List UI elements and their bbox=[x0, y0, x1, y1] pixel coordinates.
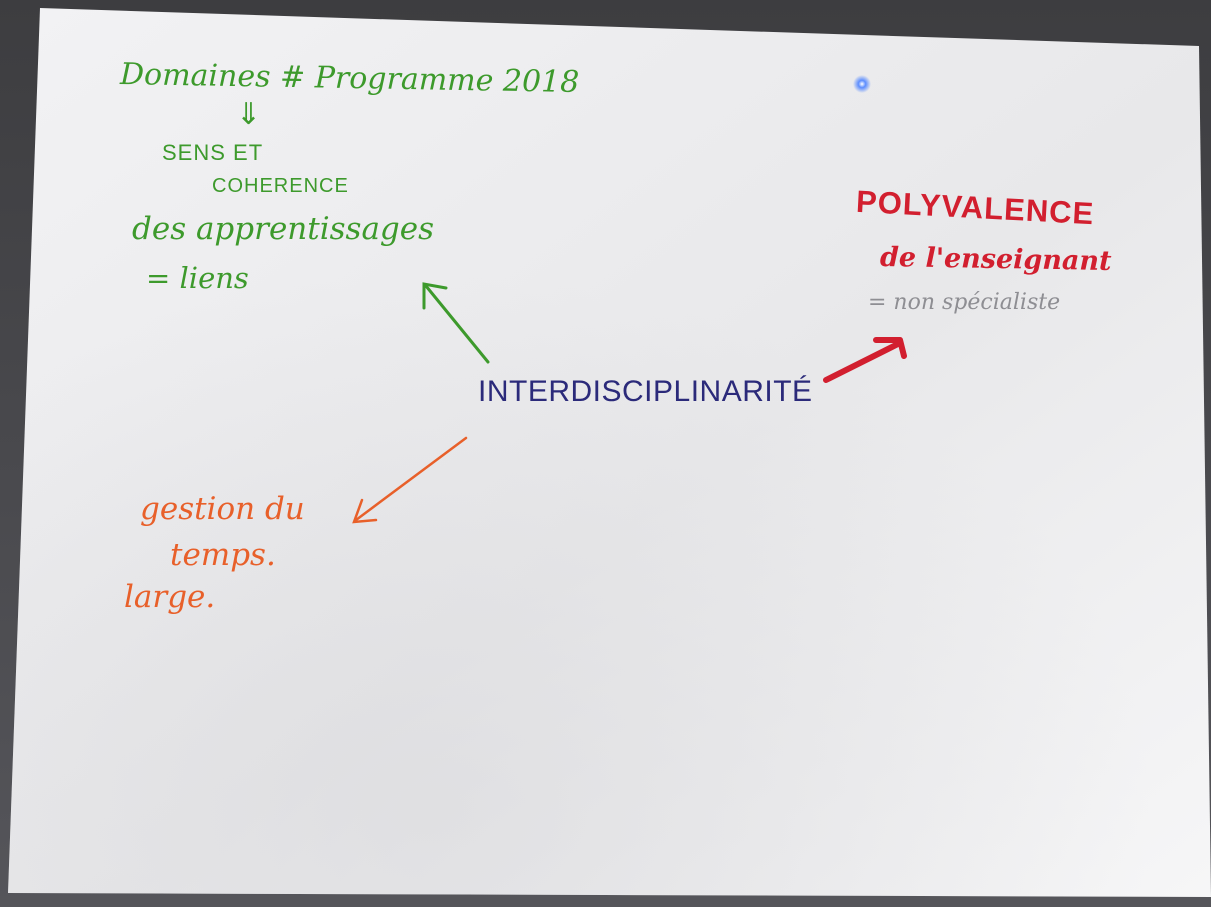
blue-light-dot bbox=[853, 75, 871, 93]
apprentissages-text: des apprentissages bbox=[132, 211, 435, 247]
non-specialiste-text: = non spécialiste bbox=[868, 290, 1061, 315]
liens-text: = liens bbox=[146, 261, 249, 295]
domaines-title: Domaines # Programme 2018 bbox=[119, 56, 580, 101]
central-topic: INTERDISCIPLINARITÉ bbox=[478, 375, 813, 408]
temps-text: temps. bbox=[170, 537, 276, 573]
enseignant-text: de l'enseignant bbox=[879, 241, 1112, 278]
arrow-to-polyvalence bbox=[823, 337, 907, 383]
sens-et-text: SENS ET bbox=[162, 140, 264, 165]
paper-shading bbox=[8, 8, 1211, 897]
down-arrow-icon: ⇓ bbox=[236, 97, 262, 132]
large-text: large. bbox=[124, 579, 216, 615]
coherence-text: COHERENCE bbox=[212, 175, 349, 197]
arrow-to-domaines bbox=[422, 282, 490, 364]
gestion-text: gestion du bbox=[140, 491, 305, 527]
arrow-to-temps bbox=[352, 436, 468, 524]
